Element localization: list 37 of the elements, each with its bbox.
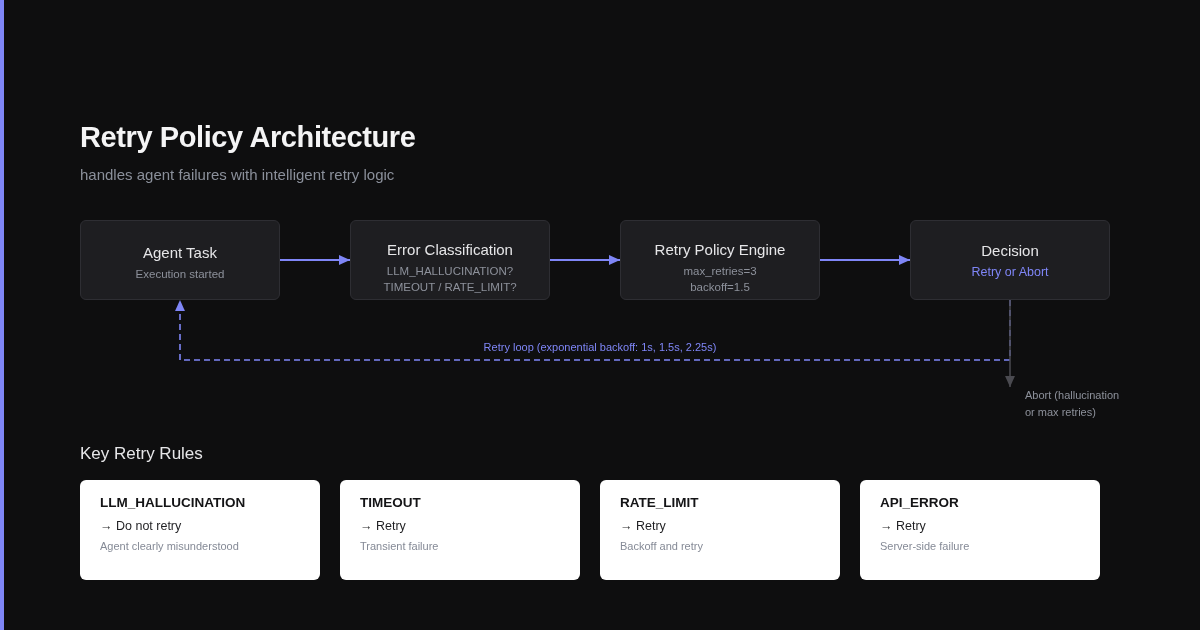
step-title: Retry Policy Engine <box>654 241 786 259</box>
step-title: Agent Task <box>143 244 217 262</box>
rule-action: → Do not retry <box>100 518 183 534</box>
arrow <box>819 255 911 265</box>
rule-action: → Retry <box>360 518 407 534</box>
step-detail: LLM_HALLUCINATION? TIMEOUT / RATE_LIMIT? <box>382 264 518 295</box>
dashed-arrow <box>175 299 1011 361</box>
rule-reason: Backoff and retry <box>620 539 704 554</box>
step-detail: Retry or Abort <box>970 264 1050 280</box>
step-detail: max_retries=3 backoff=1.5 <box>682 264 758 295</box>
rule-reason: Server-side failure <box>880 539 971 554</box>
arrow <box>279 255 351 265</box>
rule-card <box>80 480 320 580</box>
rule-reason: Agent clearly misunderstood <box>100 539 240 554</box>
rule-name: LLM_HALLUCINATION <box>100 494 247 512</box>
abort-note: Abort (hallucination or max retries) <box>1004 387 1127 423</box>
rule-reason: Transient failure <box>360 539 440 554</box>
step-title: Error Classification <box>387 241 513 259</box>
arrow <box>549 255 621 265</box>
rule-card <box>600 480 840 580</box>
section-heading: Key Retry Rules <box>80 443 203 465</box>
arrow <box>1005 299 1015 388</box>
rule-action: → Retry <box>620 518 667 534</box>
step-detail: Execution started <box>134 267 226 282</box>
diagram-title: Retry Policy Architecture <box>80 120 416 155</box>
subtitle: handles agent failures with intelligent retry logic <box>80 165 395 185</box>
rule-name: TIMEOUT <box>360 494 422 512</box>
process-step <box>350 220 550 300</box>
rule-name: API_ERROR <box>880 494 960 512</box>
process-step <box>620 220 820 300</box>
process-step <box>80 220 280 300</box>
rule-card <box>860 480 1100 580</box>
rule-name: RATE_LIMIT <box>620 494 700 512</box>
rule-action: → Retry <box>880 518 927 534</box>
process-step <box>910 220 1110 300</box>
rule-card <box>340 480 580 580</box>
step-title: Decision <box>981 242 1039 260</box>
